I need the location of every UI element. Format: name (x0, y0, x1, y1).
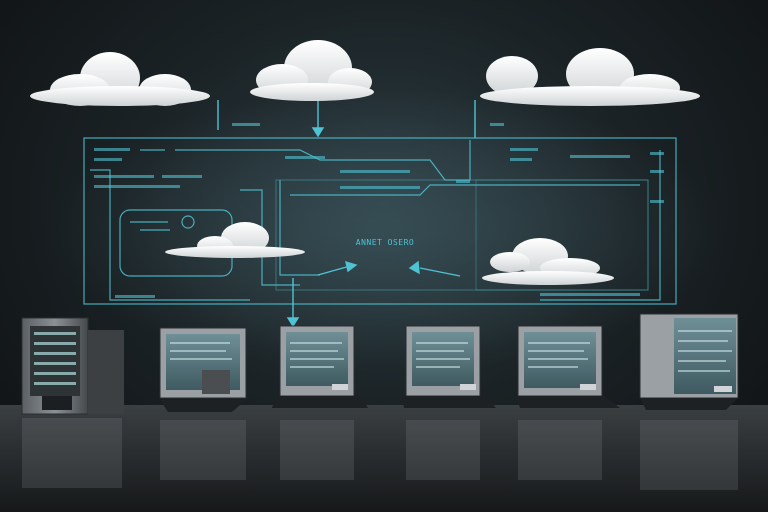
arrow-icon (217, 100, 476, 328)
monitor-1 (159, 327, 247, 412)
cloud-right (480, 48, 700, 106)
server-icon (21, 317, 124, 415)
cloud-icon (30, 40, 700, 285)
cloud-left (30, 52, 210, 106)
cloud-inner-left (165, 222, 305, 258)
center-label: ANNET OSERO (355, 238, 415, 247)
cloud-center (250, 40, 374, 101)
monitor-4 (516, 325, 620, 408)
reflective-floor (0, 405, 768, 512)
floor-reflection (22, 418, 738, 490)
monitor-icon (159, 313, 739, 412)
panel-text-marks (94, 123, 664, 298)
cloud-inner-right (482, 238, 614, 285)
monitor-5 (639, 313, 739, 410)
